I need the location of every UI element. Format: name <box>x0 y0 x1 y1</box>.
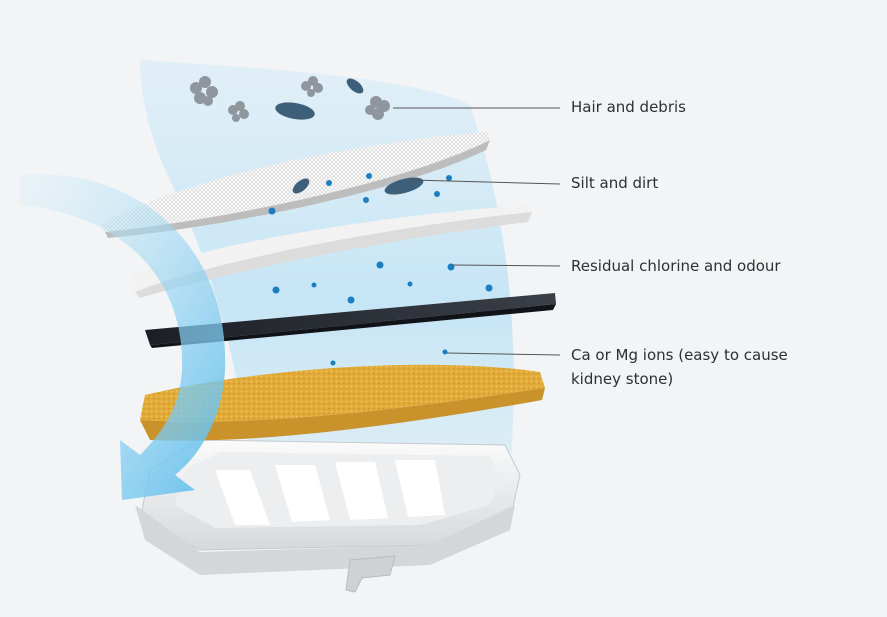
callout-line-silt <box>411 179 561 185</box>
callout-lines <box>393 107 561 356</box>
bacteria-icon <box>275 78 424 195</box>
dirt-particles-icon <box>268 173 493 366</box>
callout-hair-and-debris: Hair and debris <box>571 98 686 116</box>
callout-ca-mg-ions: Ca or Mg ions (easy to cause kidney ston… <box>571 343 788 391</box>
callout-ca-mg-ions-line2: kidney stone) <box>571 370 674 388</box>
callout-residual-chlorine: Residual chlorine and odour <box>571 257 781 275</box>
callout-line-ions <box>446 352 561 356</box>
debris-particles-icon <box>190 76 390 122</box>
filter-tray <box>135 439 521 593</box>
callout-ca-mg-ions-line1: Ca or Mg ions (easy to cause <box>571 346 788 364</box>
callout-silt-and-dirt: Silt and dirt <box>571 174 659 192</box>
water-flow-arrow-icon <box>20 174 226 501</box>
activated-carbon-layer <box>145 293 556 348</box>
ion-exchange-resin-layer <box>140 364 545 441</box>
pp-cotton-layer <box>132 205 532 298</box>
callout-line-chlorine <box>451 264 561 267</box>
